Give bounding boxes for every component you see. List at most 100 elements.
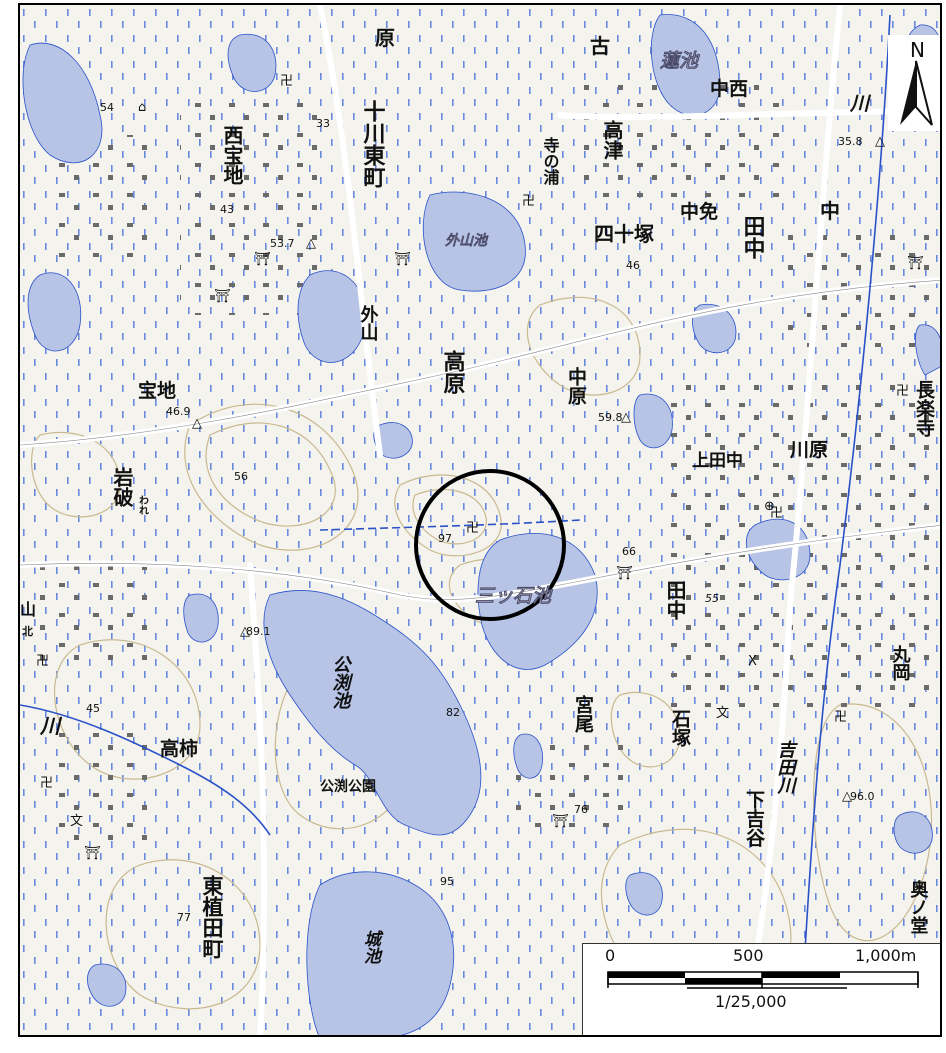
pond-left-bottom — [87, 963, 127, 1007]
north-label: N — [910, 38, 925, 62]
triangulation-icon: △ — [240, 624, 250, 639]
elev-76: 76 — [574, 803, 588, 816]
temple-icon: 卍 — [896, 384, 909, 399]
label-mitsuishi-ike: 三ッ石池 — [475, 585, 554, 607]
temple-icon: 卍 — [280, 74, 293, 89]
label-takahara: 高原 — [440, 349, 466, 394]
building-blocks — [40, 85, 930, 845]
triangulation-icon: △ — [842, 789, 852, 804]
pond-mid-left — [297, 270, 366, 363]
elev-89-1: 89.1 — [246, 625, 271, 638]
shrine-icon: ⛩ — [254, 251, 271, 267]
pond-bottom-left — [183, 593, 219, 643]
triangulation-icon: △ — [192, 416, 202, 431]
label-left-edge-small: 北 — [22, 624, 33, 638]
map-frame: 原 古 蓮池 中西 川 十川東町 西宝地 寺の浦 高津 四十塚 外山池 中免 田… — [18, 3, 942, 1037]
shrine-icon: ⛩ — [552, 813, 569, 829]
temple-icon: 卍 — [834, 710, 847, 725]
label-nakanishi: 中西 — [710, 77, 748, 100]
public-hall-icon: ⌂ — [138, 100, 146, 115]
label-shimoyoshidani: 下吉谷 — [743, 790, 765, 848]
elev-56: 56 — [234, 470, 248, 483]
triangulation-icon: △ — [621, 410, 631, 425]
label-miyao: 宮尾 — [572, 694, 594, 734]
pond-top-left-2 — [227, 33, 277, 92]
pond-bottom-mid — [625, 872, 663, 916]
location-circle[interactable] — [414, 469, 566, 621]
yoshida-gawa-line — [799, 14, 891, 1035]
shrine-icon: ⛩ — [394, 251, 411, 267]
pond-small-2 — [692, 303, 737, 354]
shrine-icon: ⛩ — [616, 565, 633, 581]
label-oku-no-do: 奥ノ堂 — [908, 879, 929, 934]
label-top-left-char: 原 — [375, 26, 395, 50]
pond-left-1 — [27, 272, 82, 352]
label-takatsu: 高津 — [600, 119, 624, 160]
label-kobuchi-ike: 公渕池 — [330, 655, 351, 709]
tonoyama-ike — [422, 191, 526, 292]
label-naka-right: 中 — [820, 199, 840, 223]
elev-43: 43 — [220, 203, 234, 216]
pond-small-3 — [633, 393, 673, 449]
school-icon: 文 — [70, 814, 83, 829]
elev-53-7: 53.7 — [270, 237, 295, 250]
pond-lower-right — [893, 811, 933, 854]
label-nakahara: 中原 — [565, 366, 587, 406]
elevation-labels: 54 43 53.7 33 46 35.8 46.9 56 59.8 97 66… — [86, 101, 875, 924]
elev-46: 46 — [626, 259, 640, 272]
temple-icon: 卍 — [36, 654, 49, 669]
elev-66: 66 — [622, 545, 636, 558]
temple-icon: 卍 — [40, 776, 53, 791]
scale-bar: 0 500 1,000m 1/25,000 — [582, 943, 940, 1035]
shrine-icon: ⛩ — [907, 255, 924, 271]
channel — [319, 519, 581, 531]
label-iwaware: 岩破 — [110, 467, 134, 508]
label-kawa-left: 川 — [39, 714, 63, 738]
label-chorakuji: 長楽寺 — [913, 380, 935, 437]
shiro-ike — [306, 871, 455, 1035]
label-tonoyama: 外山 — [358, 304, 379, 342]
label-tanaka-mid: 田中 — [663, 580, 687, 620]
pond-small-1 — [373, 422, 413, 459]
temple-icon: 卍 — [522, 194, 535, 209]
road-edges — [20, 279, 940, 600]
north-arrow: N — [888, 35, 940, 131]
label-maruoka: 丸岡 — [890, 645, 912, 681]
elev-77: 77 — [177, 911, 191, 924]
elev-35-8: 35.8 — [838, 135, 863, 148]
scale-tick-500: 500 — [733, 946, 764, 965]
label-nishi-takarachi: 西宝地 — [220, 125, 244, 185]
label-shijuzuka: 四十塚 — [594, 222, 654, 246]
place-labels: 原 古 蓮池 中西 川 十川東町 西宝地 寺の浦 高津 四十塚 外山池 中免 田… — [20, 26, 935, 964]
topographic-map[interactable]: 原 古 蓮池 中西 川 十川東町 西宝地 寺の浦 高津 四十塚 外山池 中免 田… — [20, 5, 942, 1037]
triangulation-icon: △ — [875, 134, 885, 149]
label-kawa-top-right: 川 — [849, 93, 872, 115]
triangulation-icon: △ — [306, 236, 316, 251]
label-ishizuka: 石塚 — [669, 709, 692, 747]
water-bodies — [22, 14, 940, 1035]
label-iwaware-ruby: われ — [137, 495, 149, 515]
map-symbols: ⛩ ⛩ ⛩ ⛩ ⛩ ⛩ ⛩ 卍 卍 卍 卍 卍 卍 卍 卍 △ △ △ △ △ … — [36, 74, 924, 861]
river-left — [20, 704, 271, 836]
pond-right — [915, 324, 940, 376]
elev-59-8: 59.8 — [598, 411, 623, 424]
police-box-icon: X — [748, 654, 757, 669]
label-ko: 古 — [590, 34, 610, 58]
temple-icon: 卍 — [466, 521, 479, 536]
elev-45: 45 — [86, 702, 100, 715]
scale-tick-1000: 1,000m — [855, 946, 917, 965]
elev-54: 54 — [100, 101, 114, 114]
elev-96-0: 96.0 — [850, 790, 875, 803]
label-kawahara: 川原 — [789, 439, 828, 461]
shrine-icon: ⛩ — [84, 845, 101, 861]
kobuchi-ike — [263, 590, 482, 836]
label-higashi-ueta-machi: 東植田町 — [200, 875, 224, 959]
label-kobuchi-koen: 公渕公園 — [320, 778, 376, 795]
elev-33: 33 — [316, 117, 330, 130]
post-office-icon: ⊕ — [764, 499, 775, 514]
label-left-edge: 山 — [20, 600, 36, 619]
label-takagaki: 高柿 — [160, 737, 198, 760]
temple-icon: 卍 — [770, 506, 783, 521]
scale-bar-graphic — [607, 971, 919, 989]
label-kamitanaka: 上田中 — [692, 450, 743, 471]
